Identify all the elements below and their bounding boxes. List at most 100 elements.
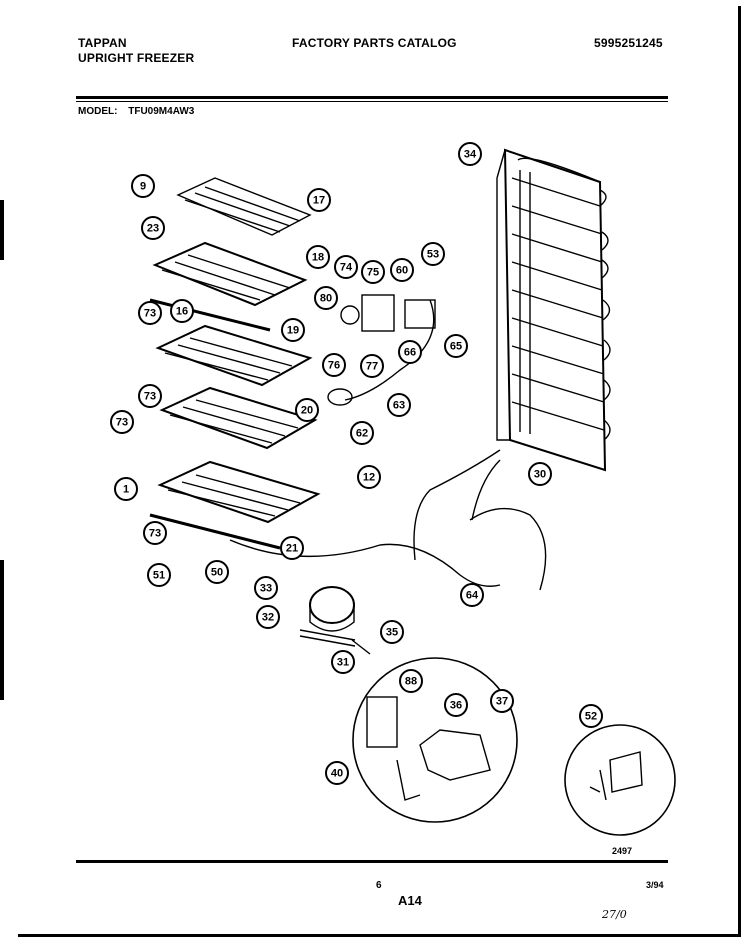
callout-circle (131, 174, 155, 198)
callout-9: 9 (131, 174, 155, 198)
callout-36: 36 (444, 693, 468, 717)
callout-label: 62 (356, 428, 368, 440)
callout-label: 20 (301, 405, 313, 417)
callout-circle (398, 340, 422, 364)
callout-label: 76 (328, 360, 340, 372)
callout-label: 64 (466, 590, 479, 602)
callout-circle (444, 693, 468, 717)
callout-circle (334, 255, 358, 279)
callout-circle (114, 477, 138, 501)
callout-80: 80 (314, 286, 338, 310)
callout-21: 21 (280, 536, 304, 560)
callout-label: 33 (260, 583, 272, 595)
callout-circle (325, 761, 349, 785)
callout-circle (331, 650, 355, 674)
callout-circle (357, 465, 381, 489)
tubing (469, 507, 547, 591)
drawing-code: 2497 (612, 846, 633, 856)
callout-circle (306, 245, 330, 269)
callout-circle (444, 334, 468, 358)
callout-label: 63 (393, 400, 405, 412)
callout-73: 73 (138, 301, 162, 325)
callout-31: 31 (331, 650, 355, 674)
callout-circle (458, 142, 482, 166)
callout-17: 17 (307, 188, 331, 212)
section-code: A14 (398, 893, 422, 908)
callout-label: 66 (404, 347, 416, 359)
callout-label: 12 (363, 472, 375, 484)
callout-circle (460, 583, 484, 607)
callout-66: 66 (398, 340, 422, 364)
callout-1: 1 (114, 477, 138, 501)
header-rule (76, 96, 668, 99)
callout-circle (390, 258, 414, 282)
callout-64: 64 (460, 583, 484, 607)
callout-37: 37 (490, 689, 514, 713)
callout-label: 50 (211, 567, 223, 579)
callout-circle (141, 216, 165, 240)
callout-label: 80 (320, 293, 332, 305)
callout-label: 75 (367, 267, 379, 279)
callout-53: 53 (421, 242, 445, 266)
callout-circle (322, 353, 346, 377)
callout-19: 19 (281, 318, 305, 342)
callout-73: 73 (138, 384, 162, 408)
callout-circle (380, 620, 404, 644)
callout-circle (314, 286, 338, 310)
callout-label: 35 (386, 627, 398, 639)
relay-detail (351, 639, 518, 823)
callout-65: 65 (444, 334, 468, 358)
callout-label: 31 (337, 657, 349, 669)
shelves (149, 177, 321, 550)
callout-label: 16 (176, 306, 188, 318)
callout-circle (350, 421, 374, 445)
callout-label: 9 (140, 181, 146, 193)
callout-label: 18 (312, 252, 324, 264)
callout-34: 34 (458, 142, 482, 166)
model-line: MODEL: TFU09M4AW3 (78, 106, 194, 117)
callout-label: 30 (534, 469, 546, 481)
callout-circle (387, 393, 411, 417)
callout-35: 35 (380, 620, 404, 644)
callout-label: 17 (313, 195, 325, 207)
callout-75: 75 (361, 260, 385, 284)
callout-label: 73 (116, 417, 128, 429)
callout-label: 21 (286, 543, 298, 555)
handwritten-note: 27/0 (602, 908, 627, 921)
control-assembly (327, 294, 436, 406)
callout-62: 62 (350, 421, 374, 445)
callout-label: 37 (496, 696, 508, 708)
callout-label: 73 (144, 391, 156, 403)
callout-circle (490, 689, 514, 713)
callout-label: 74 (340, 262, 353, 274)
scan-edge-mark (0, 200, 4, 260)
callout-60: 60 (390, 258, 414, 282)
callout-circle (143, 521, 167, 545)
callout-label: 32 (262, 612, 274, 624)
page-frame (18, 6, 741, 937)
callout-circle (281, 318, 305, 342)
callout-label: 40 (331, 768, 343, 780)
callout-circle (138, 301, 162, 325)
callout-16: 16 (170, 299, 194, 323)
callout-74: 74 (334, 255, 358, 279)
callout-label: 73 (144, 308, 156, 320)
callout-32: 32 (256, 605, 280, 629)
callout-circle (421, 242, 445, 266)
callout-circle (528, 462, 552, 486)
callout-label: 77 (366, 361, 378, 373)
callout-88: 88 (399, 669, 423, 693)
callout-circle (307, 188, 331, 212)
callout-circle (399, 669, 423, 693)
callout-label: 65 (450, 341, 462, 353)
callout-circle (170, 299, 194, 323)
product-name: UPRIGHT FREEZER (78, 51, 195, 65)
brand-name: TAPPAN (78, 36, 127, 50)
bracket-detail (564, 724, 676, 836)
callout-label: 51 (153, 570, 165, 582)
callout-76: 76 (322, 353, 346, 377)
callout-77: 77 (360, 354, 384, 378)
callout-label: 88 (405, 676, 417, 688)
